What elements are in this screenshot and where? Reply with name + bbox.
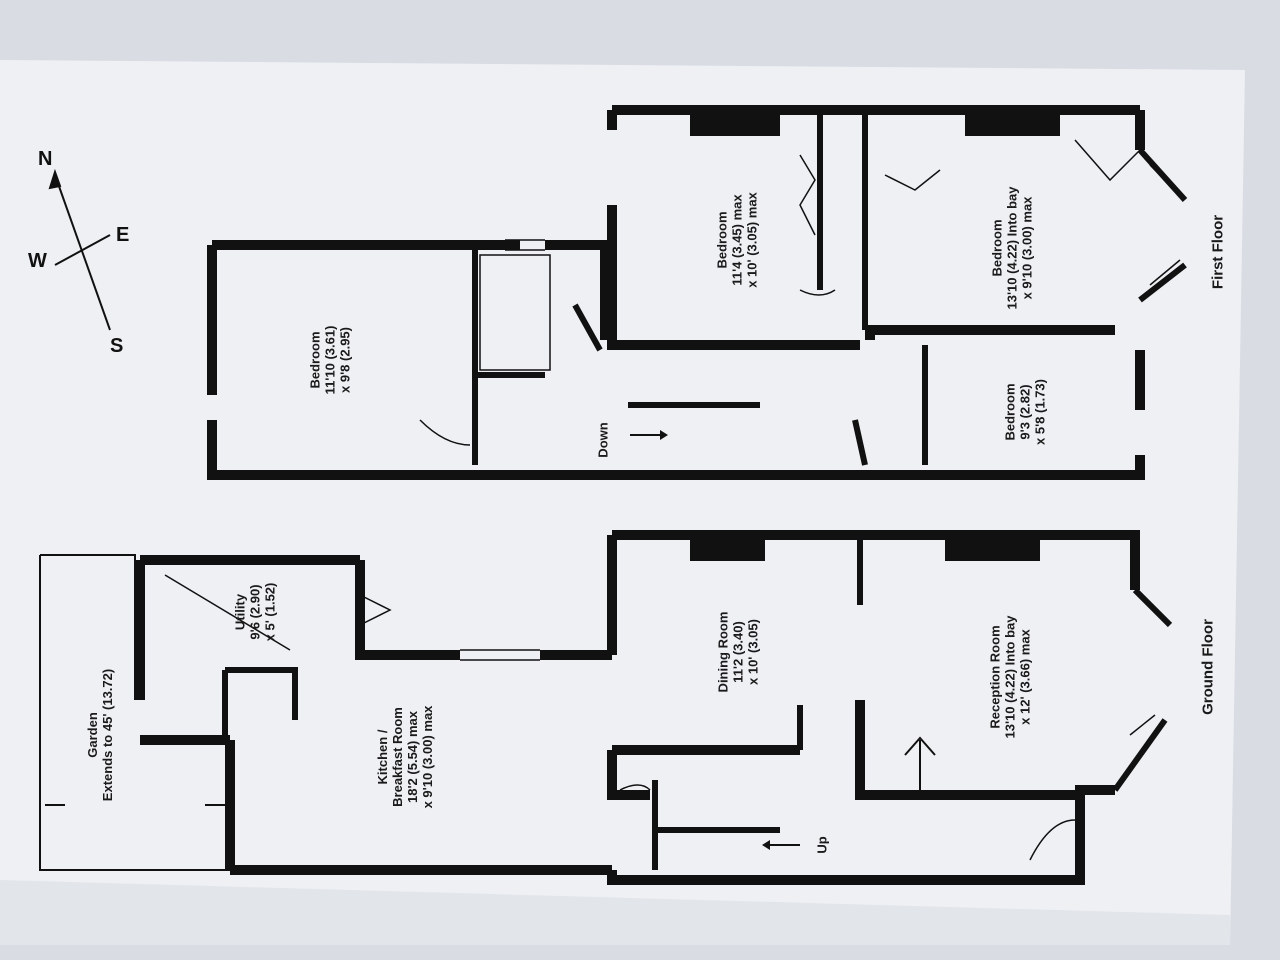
room-label-bedroom-4: Bedroom 9'3 (2.82) x 5'8 (1.73) <box>1002 379 1048 445</box>
stair-arrows <box>45 430 936 850</box>
compass-n: N <box>38 148 53 170</box>
gf-internal-walls <box>652 540 863 870</box>
ff-outer-wall <box>207 105 1145 480</box>
ff-chimney-1 <box>690 108 780 136</box>
room-label-garden: Garden Extends to 45' (13.72) <box>85 668 115 802</box>
compass-e: E <box>116 224 130 246</box>
first-floor-label: First Floor <box>1209 214 1227 290</box>
paper-sheet <box>0 60 1245 945</box>
room-label-reception: Reception Room 13'10 (4.22) Into bay x 1… <box>987 615 1033 739</box>
stairs-down-label: Down <box>595 422 611 458</box>
gf-door-swings <box>164 574 1076 861</box>
compass-s: S <box>110 335 124 357</box>
gf-utility-inner <box>222 667 298 740</box>
gf-chimney-2 <box>945 533 1040 561</box>
room-label-dining: Dining Room 11'2 (3.40) x 10' (3.05) <box>715 611 761 693</box>
room-label-bedroom-2: Bedroom 11'4 (3.45) max x 10' (3.05) max <box>714 192 760 288</box>
compass-w: W <box>28 250 47 272</box>
room-label-kitchen: Kitchen / Breakfast Room 18'2 (5.54) max… <box>375 705 435 809</box>
compass-rose <box>48 168 111 331</box>
first-floor-plan <box>207 105 1188 480</box>
gf-outer-wall <box>607 530 1140 885</box>
room-label-bedroom-1: Bedroom 11'10 (3.61) x 9'8 (2.95) <box>307 325 353 395</box>
ff-chimney-2 <box>965 108 1060 136</box>
gf-window <box>460 599 1166 736</box>
gf-chimney-1 <box>690 533 765 561</box>
ground-floor-label: Ground Floor <box>1199 619 1217 715</box>
paper-fold <box>0 880 1230 945</box>
room-label-utility: Utility 9'6 (2.90) x 5' (1.52) <box>232 582 278 642</box>
ff-window <box>505 164 1181 286</box>
ff-internal-walls <box>472 115 928 466</box>
room-label-bedroom-3: Bedroom 13'10 (4.22) Into bay x 9'10 (3.… <box>989 186 1035 310</box>
ff-bath <box>479 254 551 371</box>
ground-floor-plan <box>39 530 1173 885</box>
gf-utility-walls <box>135 555 612 870</box>
stairs-up-label: Up <box>814 836 830 854</box>
ff-door-swings <box>419 139 1141 446</box>
